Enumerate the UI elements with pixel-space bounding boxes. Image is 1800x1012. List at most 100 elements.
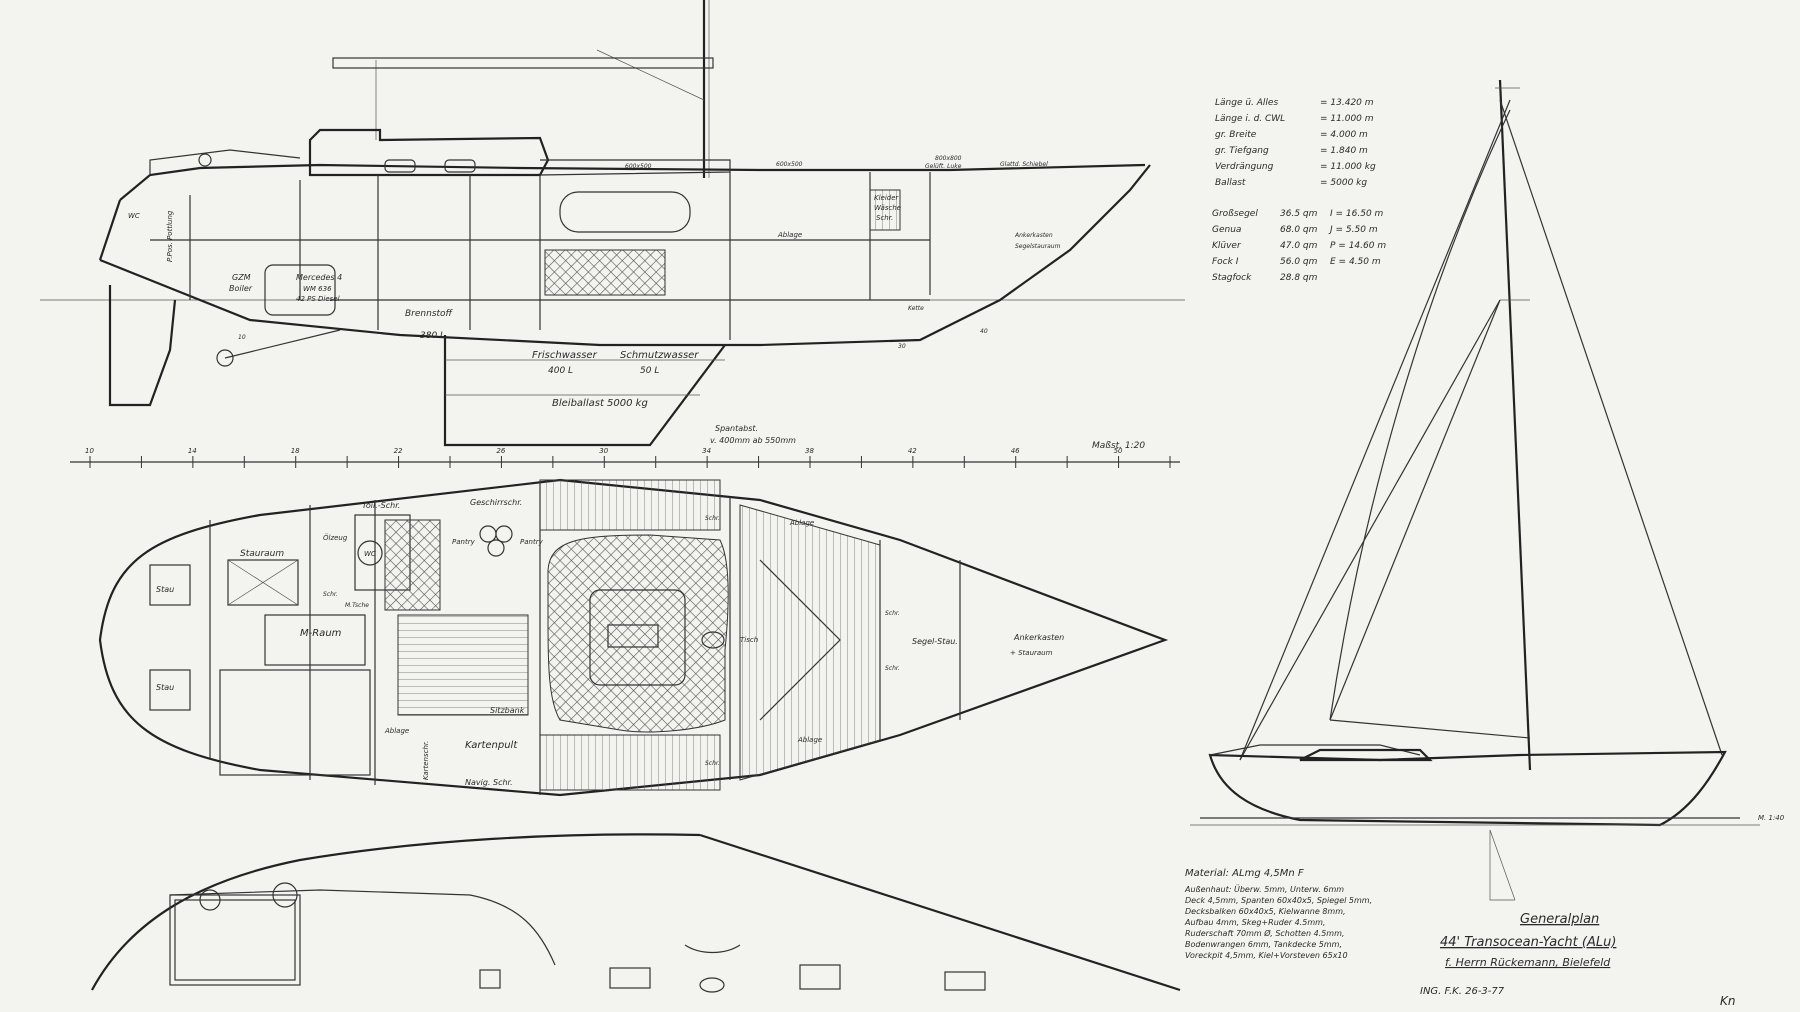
material-line: Aufbau 4mm, Skeg+Ruder 4.5mm,	[1184, 918, 1325, 927]
label-fresh-water: Frischwasser	[532, 350, 598, 361]
label-engine-model: WM 636	[303, 285, 332, 293]
spec-dim-value: = 5000 kg	[1320, 178, 1367, 188]
plan-label-kartenpult: Kartenpult	[465, 740, 518, 751]
plan-label-schr2: Schr.	[705, 515, 720, 522]
scale-note: Maßst. 1:20	[1092, 441, 1145, 451]
label-hatch3: 800x800	[935, 155, 962, 162]
plan-label-kartenschr: Kartenschr.	[422, 741, 430, 780]
spec-dim-value: = 4.000 m	[1320, 130, 1368, 140]
ruler-tick-label: 10	[85, 447, 94, 455]
plan-label-stauraum: Stauraum	[240, 549, 284, 559]
mast-sailplan	[1498, 79, 1532, 771]
sail-name: Fock I	[1212, 257, 1239, 267]
profile-view: WC P.Pos. Pottlung GZM Boiler Mercedes 4…	[40, 0, 1185, 451]
label-anker-profile: Ankerkasten	[1014, 232, 1053, 239]
spec-dim-value: = 11.000 m	[1320, 114, 1374, 124]
sail-plan: M. 1:40	[1190, 79, 1785, 901]
label-station-40: 40	[980, 328, 988, 335]
plan-label-navig: Navig. Schr.	[465, 778, 513, 787]
plan-label-stauraum2: + Stauraum	[1010, 649, 1053, 657]
sail-dim: I = 16.50 m	[1330, 209, 1384, 219]
label-hatch1: 600x500	[625, 163, 652, 170]
label-p-pos: P.Pos. Pottlung	[166, 210, 174, 262]
label-hatch3b: Gelüft. Luke	[925, 163, 962, 170]
spec-dim-value: = 11.000 kg	[1320, 162, 1376, 172]
plan-label-schr4: Schr.	[885, 610, 900, 617]
ruler-tick-label: 50	[1114, 447, 1123, 455]
frame-spacing-title: Spantabst.	[715, 424, 758, 433]
spec-dim-label: Verdrängung	[1215, 162, 1274, 172]
title-engineer: ING. F.K. 26-3-77	[1420, 986, 1505, 997]
material-line: Ruderschaft 70mm Ø, Schotten 4.5mm,	[1185, 928, 1344, 938]
plan-label-mtasche: M.Tsche	[345, 602, 369, 609]
sail-name: Großsegel	[1212, 209, 1258, 219]
label-wc: WC	[128, 212, 140, 220]
ruler-tick-label: 38	[805, 447, 814, 455]
title-signature: Kn	[1720, 994, 1735, 1008]
plan-label-pantry1: Pantry	[452, 538, 476, 546]
plan-label-geschirr: Geschirrschr.	[470, 498, 522, 507]
label-schr-profile: Schr.	[876, 214, 893, 222]
spec-dim-label: gr. Tiefgang	[1215, 146, 1269, 156]
label-station-30: 30	[898, 343, 906, 350]
plan-label-ablage3: Ablage	[797, 736, 822, 744]
ruler-tick-label: 34	[702, 447, 711, 455]
plan-view: Stauraum Stau Stau M-Raum Toil.-Schr. Ge…	[98, 478, 1169, 797]
spec-dim-value: = 13.420 m	[1320, 98, 1374, 108]
label-station-10: 10	[238, 334, 246, 341]
ruler-tick-label: 30	[599, 447, 608, 455]
label-ablage-profile: Ablage	[777, 231, 802, 239]
sail-dim: E = 4.50 m	[1330, 257, 1381, 267]
boom-profile	[332, 57, 714, 69]
label-kleider: Kleider	[874, 194, 900, 202]
sailplan-scale: M. 1:40	[1758, 814, 1785, 822]
spec-dim-label: Ballast	[1215, 178, 1246, 188]
label-fuel-vol: 380 L	[420, 331, 445, 341]
sail-area: 28.8 qm	[1280, 273, 1318, 283]
plan-label-segel-stau: Segel-Stau.	[912, 637, 958, 646]
hull-outline-plan	[98, 478, 1169, 797]
ruler-tick-label: 26	[496, 447, 505, 455]
plan-label-pantry2: Pantry	[520, 538, 544, 546]
plan-label-toil: Toil.-Schr.	[362, 501, 400, 510]
plan-label-schr3: Schr.	[705, 760, 720, 767]
sail-name: Stagfock	[1212, 273, 1252, 283]
title-yacht: 44' Transocean-Yacht (ALu)	[1440, 935, 1616, 950]
plan-label-ablage2: Ablage	[789, 519, 814, 527]
plan-label-oelzeug: Ölzeug	[323, 533, 348, 542]
label-black-water: Schmutzwasser	[620, 350, 699, 361]
ruler-tick-label: 22	[394, 447, 403, 455]
title-block: Generalplan 44' Transocean-Yacht (ALu) f…	[1420, 912, 1735, 1008]
label-segel-profile: Segelstauraum	[1015, 243, 1061, 250]
title-heading: Generalplan	[1520, 912, 1599, 927]
plan-label-schr5: Schr.	[885, 665, 900, 672]
sail-area: 47.0 qm	[1280, 241, 1318, 251]
ruler-tick-label: 42	[908, 447, 917, 455]
sail-area: 56.0 qm	[1280, 257, 1318, 267]
spec-dim-label: Länge ü. Alles	[1215, 98, 1278, 108]
plan-label-stau-a: Stau	[156, 585, 174, 594]
spec-dim-label: Länge i. d. CWL	[1215, 114, 1285, 124]
deck-view	[91, 833, 1181, 993]
title-client: f. Herrn Rückemann, Bielefeld	[1445, 956, 1611, 969]
plan-label-sitzbank: Sitzbank	[490, 706, 525, 715]
material-line: Voreckpit 4,5mm, Kiel+Vorsteven 65x10	[1185, 951, 1348, 960]
label-engine: Mercedes 4	[296, 273, 342, 282]
specs-table: Länge ü. Alles = 13.420 m Länge i. d. CWL =…	[1212, 98, 1386, 283]
sail-area: 36.5 qm	[1280, 209, 1318, 219]
sail-area: 68.0 qm	[1280, 225, 1318, 235]
plan-label-m-raum: M-Raum	[300, 628, 342, 639]
label-kette: Kette	[908, 305, 924, 312]
label-waesche: Wäsche	[874, 204, 901, 212]
material-line: Außenhaut: Überw. 5mm, Unterw. 6mm	[1184, 884, 1344, 894]
label-hatch2: 600x500	[776, 161, 803, 168]
label-engine-power: 42 PS Diesel	[296, 295, 340, 303]
frame-spacing-value: v. 400mm ab 550mm	[710, 436, 796, 445]
materials-title: Material: ALmg 4,5Mn F	[1185, 868, 1304, 879]
sail-dim: P = 14.60 m	[1330, 241, 1386, 251]
sail-name: Klüver	[1212, 241, 1242, 251]
plan-label-anker: Ankerkasten	[1013, 633, 1064, 642]
